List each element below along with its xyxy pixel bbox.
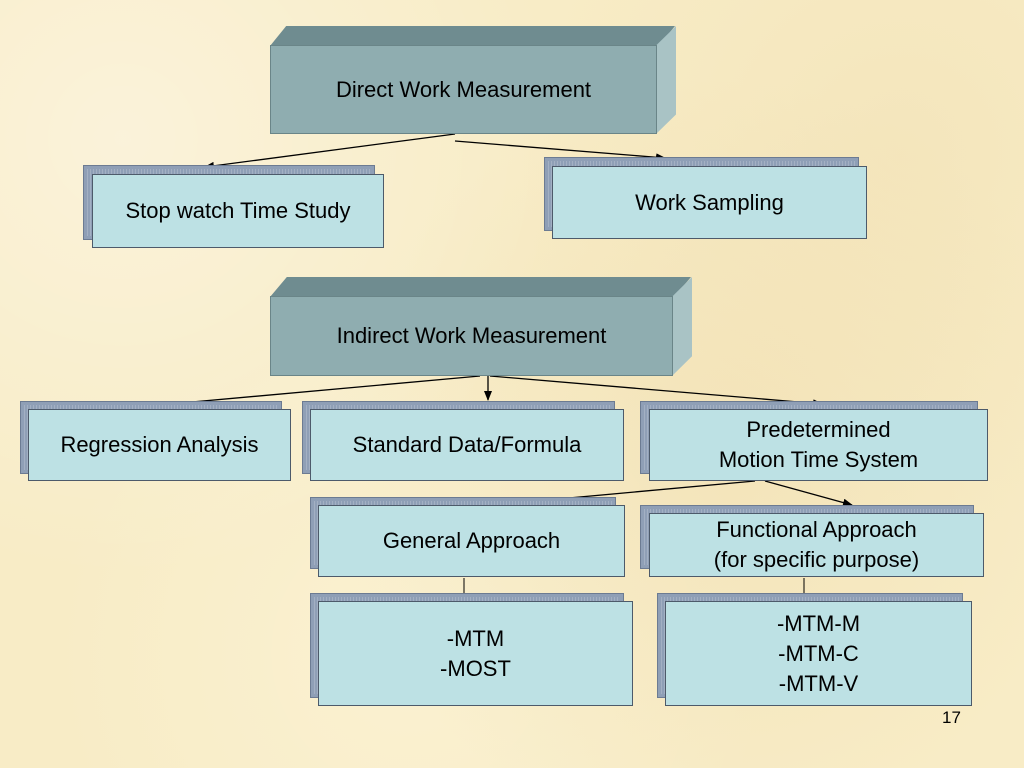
pmts-box: Predetermined Motion Time System [649,409,988,481]
indirect-header-title: Indirect Work Measurement [270,296,673,376]
arrow-direct-to-stopwatch [204,133,456,170]
standard-data-formula-box: Standard Data/Formula [310,409,624,481]
arrow-indirect-to-pmts [489,375,823,408]
functional-approach-box: Functional Approach (for specific purpos… [649,513,984,577]
stopwatch-time-study-box: Stop watch Time Study [92,174,384,248]
general-methods-box: -MTM -MOST [318,601,633,706]
regression-analysis-box: Regression Analysis [28,409,291,481]
page-number: 17 [942,708,961,727]
functional-methods-box: -MTM-M -MTM-C -MTM-V [665,601,972,706]
arrow-pmts-to-functional [764,480,853,507]
direct-header-top [270,26,675,46]
direct-header-side [656,26,676,134]
general-approach-box: General Approach [318,505,625,577]
arrow-direct-to-work-sampling [454,140,666,162]
indirect-header-side [672,277,692,376]
work-sampling-box: Work Sampling [552,166,867,239]
indirect-header-top [270,277,691,297]
direct-header-title: Direct Work Measurement [270,45,657,134]
